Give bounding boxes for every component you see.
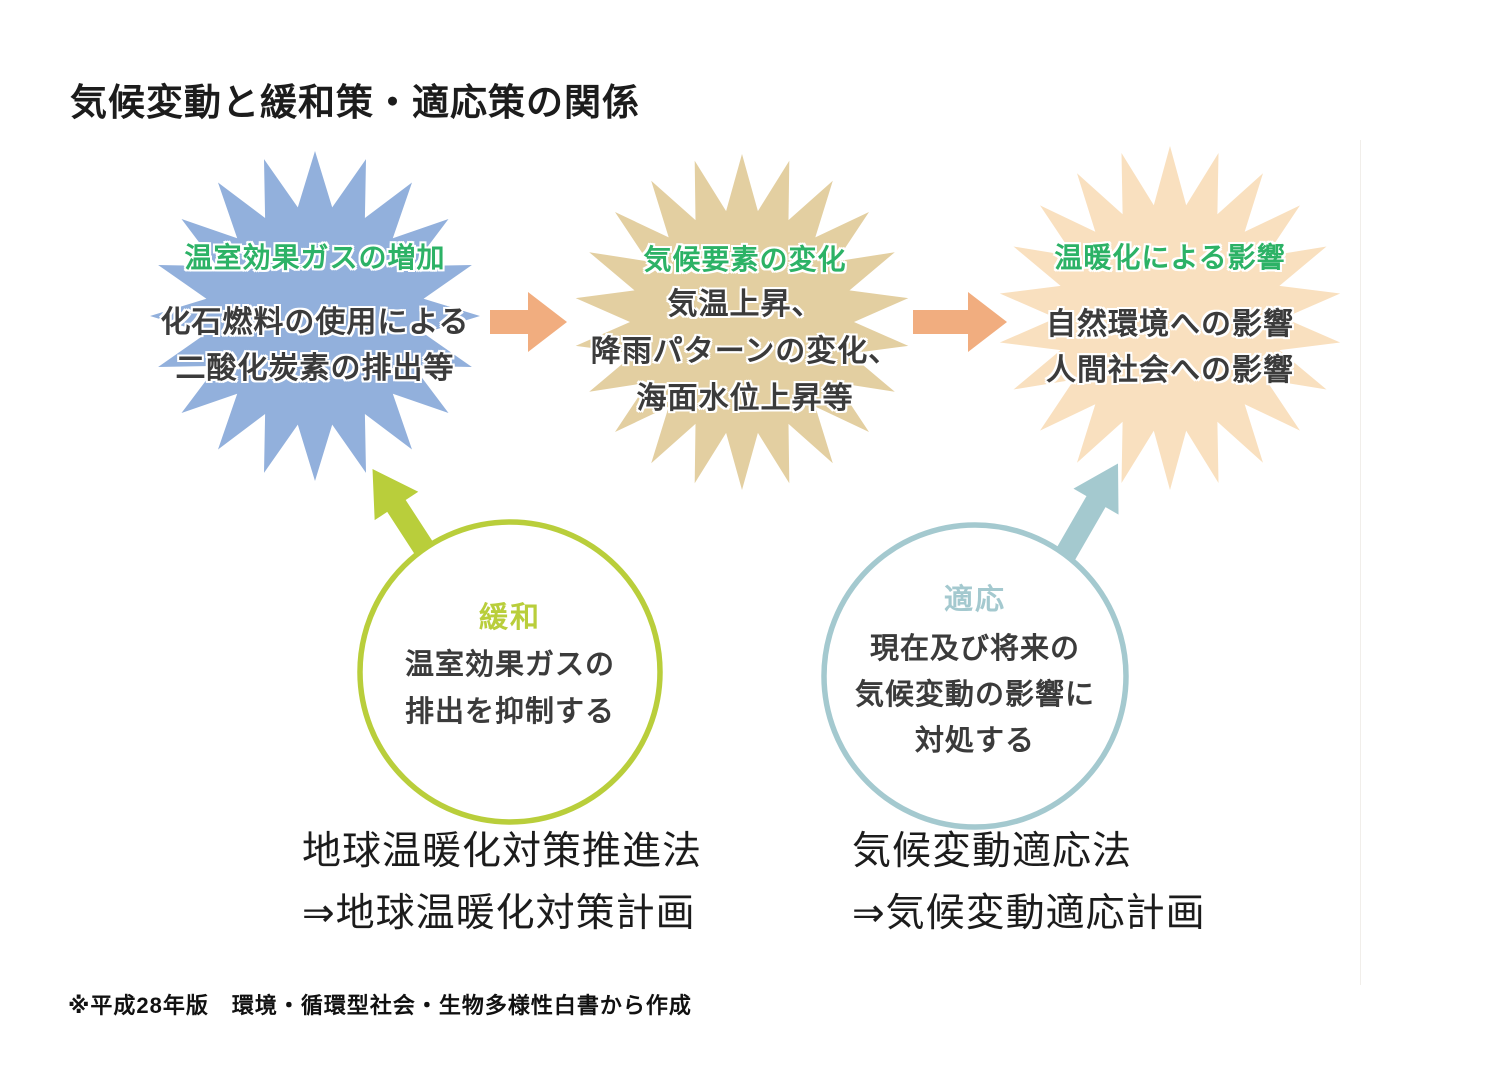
adaptation-line: 対処する	[914, 725, 1035, 757]
climate-change-line: 降雨パターンの変化、	[590, 335, 900, 368]
warming-impact-line: 人間社会への影響	[1046, 354, 1294, 387]
warming-impact-body: 自然環境への影響 人間社会への影響	[965, 302, 1375, 394]
starburst-warming-impact	[999, 146, 1341, 490]
arrow-right-icon	[490, 292, 567, 352]
page-edge-divider	[1360, 140, 1361, 985]
ghg-increase-line: 二酸化炭素の排出等	[175, 352, 455, 385]
climate-change-heading: 気候要素の変化	[643, 244, 847, 275]
ghg-increase-heading: 温室効果ガスの増加	[184, 242, 446, 273]
starburst-ghg-increase	[150, 151, 480, 481]
ghg-increase-line: 化石燃料の使用による	[160, 306, 470, 339]
mitigation-label: 緩和	[478, 602, 541, 634]
mitigation-circle	[357, 519, 663, 825]
source-footnote: ※平成28年版 環境・循環型社会・生物多様性白書から作成	[68, 993, 692, 1018]
climate-change-body: 気温上昇、 降雨パターンの変化、 海面水位上昇等	[530, 281, 960, 422]
mitigation-body: 温室効果ガスの 排出を抑制する	[355, 642, 665, 736]
adaptation-plan: ⇒気候変動適応計画	[852, 892, 1206, 935]
starburst-climate-change	[575, 154, 909, 490]
adaptation-label: 適応	[943, 584, 1006, 616]
warming-impact-heading: 温暖化による影響	[1054, 242, 1286, 273]
mitigation-line: 温室効果ガスの	[404, 649, 615, 681]
page-title: 気候変動と緩和策・適応策の関係	[70, 82, 640, 123]
climate-change-line: 気温上昇、	[667, 288, 823, 321]
adaptation-law: 気候変動適応法	[852, 830, 1133, 873]
mitigation-line: 排出を抑制する	[404, 696, 615, 728]
adaptation-line: 現在及び将来の	[869, 633, 1080, 665]
adaptation-line: 気候変動の影響に	[854, 679, 1095, 711]
adaptation-circle	[821, 522, 1129, 830]
mitigation-law: 地球温暖化対策推進法	[302, 830, 703, 873]
warming-impact-line: 自然環境への影響	[1046, 308, 1294, 341]
arrow-up-right-icon	[1051, 463, 1119, 568]
ghg-increase-body: 化石燃料の使用による 二酸化炭素の排出等	[105, 300, 525, 392]
mitigation-plan: ⇒地球温暖化対策計画	[302, 892, 696, 935]
climate-change-line: 海面水位上昇等	[636, 382, 854, 415]
adaptation-body: 現在及び将来の 気候変動の影響に 対処する	[820, 626, 1130, 764]
arrow-right-icon	[913, 292, 1007, 352]
